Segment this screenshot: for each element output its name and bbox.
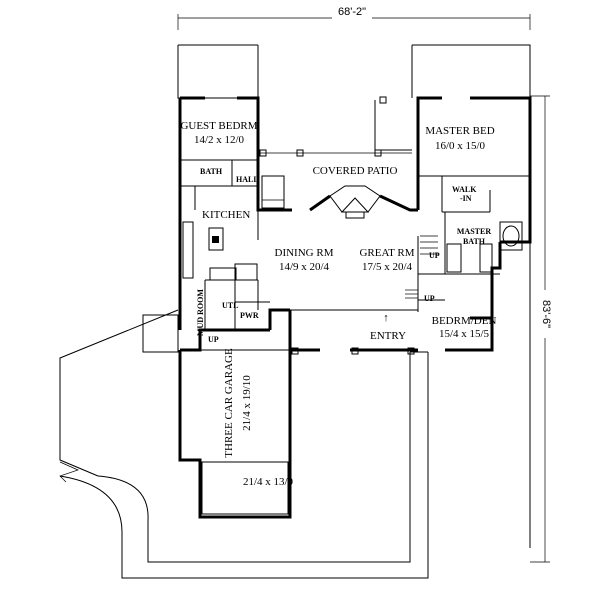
mud-room-porch <box>142 314 179 353</box>
master-bed-size: 16/0 x 15/0 <box>435 140 486 152</box>
house-walls <box>178 96 532 519</box>
depth-dimension-label: 83'-6" <box>540 300 552 328</box>
entry-arrow-icon: ↑ <box>383 312 389 324</box>
room-master-bath: MASTER BATH <box>457 227 491 246</box>
great-name: GREAT RM <box>359 247 414 259</box>
kitchen-name: KITCHEN <box>202 209 250 221</box>
entry-columns <box>291 347 415 355</box>
room-master-bed: MASTER BED 16/0 x 15/0 <box>425 125 494 152</box>
up-marker-great: UP <box>429 251 440 260</box>
walk-in-name: WALK <box>452 185 477 194</box>
mud-room-name: MUD ROOM <box>196 289 205 336</box>
master-bath-name-2: BATH <box>463 237 486 246</box>
entry-name: ENTRY <box>370 330 406 342</box>
depth-dimension: 83'-6" <box>530 95 552 563</box>
width-dimension: 68'-2" <box>177 6 531 30</box>
kitchen-fixtures <box>182 221 258 281</box>
walk-in-name-2: -IN <box>460 194 472 203</box>
garage-name: THREE CAR GARAGE <box>223 348 235 458</box>
covered-patio-name: COVERED PATIO <box>313 165 398 177</box>
up-marker-mud: UP <box>208 335 219 344</box>
dining-name: DINING RM <box>275 247 334 259</box>
room-bedroom-den: BEDRM/DEN 15/4 x 15/5 <box>432 315 497 340</box>
dining-size: 14/9 x 20/4 <box>279 261 330 273</box>
pwr-name: PWR <box>240 311 259 320</box>
interior-walls <box>180 159 530 515</box>
hall-name: HALL <box>236 175 259 184</box>
patio-details <box>258 96 412 219</box>
great-size: 17/5 x 20/4 <box>362 261 413 273</box>
guest-bedroom-size: 14/2 x 12/0 <box>194 134 245 146</box>
bedroom-den-name: BEDRM/DEN <box>432 315 497 327</box>
room-great: GREAT RM 17/5 x 20/4 <box>359 247 414 273</box>
master-bath-name: MASTER <box>457 227 491 236</box>
bedroom-den-size: 15/4 x 15/5 <box>439 328 490 340</box>
room-entry: ↑ ENTRY <box>370 312 406 342</box>
garage-size: 21/4 x 19/10 <box>241 375 253 431</box>
garage-ext-size: 21/4 x 13/0 <box>243 476 294 488</box>
room-guest-bedroom: GUEST BEDRM 14/2 x 12/0 <box>180 120 257 146</box>
up-marker-den: UP <box>424 294 435 303</box>
utl-name: UTL <box>222 301 238 310</box>
guest-bedroom-name: GUEST BEDRM <box>180 120 257 132</box>
room-dining: DINING RM 14/9 x 20/4 <box>275 247 334 273</box>
width-dimension-label: 68'-2" <box>338 6 366 18</box>
room-walk-in: WALK -IN <box>452 185 477 203</box>
bath-name: BATH <box>200 167 223 176</box>
room-garage: THREE CAR GARAGE 21/4 x 19/10 <box>223 348 253 458</box>
master-bed-name: MASTER BED <box>425 125 494 137</box>
stairs <box>405 235 438 299</box>
bath-fixtures <box>446 221 523 273</box>
